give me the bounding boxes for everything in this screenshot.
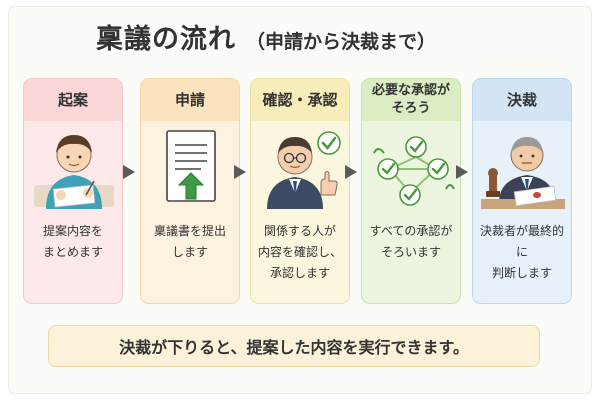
step-description: 関係する人が 内容を確認し、 承認します [257, 224, 342, 280]
step-heading: 確認・承認 [251, 79, 349, 121]
step-description: 提案内容を まとめます [42, 224, 103, 259]
summary-banner: 決裁が下りると、提案した内容を実行できます。 [48, 325, 540, 367]
step-approvals-complete: 必要な承認が そろう すべての承認が そろいます [361, 78, 461, 304]
page-title: 稟議の流れ （申請から決裁まで） [96, 17, 436, 56]
title-sub: （申請から決裁まで） [246, 31, 437, 53]
title-main: 稟議の流れ [96, 24, 236, 55]
approval-checks-network-icon [373, 136, 455, 206]
summary-text: 決裁が下りると、提案した内容を実行できます。 [119, 338, 469, 357]
step-drafting: 起案 提案内容を まとめます [23, 78, 123, 304]
decision-maker-stamp-icon [481, 137, 565, 209]
step-review-approval: 確認・承認 関係する人が 内容を確認し、 承認します [250, 78, 350, 304]
person-writing-icon [34, 135, 114, 209]
step-heading: 起案 [24, 79, 122, 121]
reviewer-thumbs-up-icon [267, 131, 341, 209]
step-description: 決裁者が最終的に 判断します [479, 224, 564, 280]
chevron-right-icon [123, 165, 135, 179]
chevron-right-icon [345, 165, 357, 179]
step-heading: 必要な承認が そろう [362, 79, 460, 121]
chevron-right-icon [234, 165, 246, 179]
step-final-decision: 決裁 決裁者が最終的に 判断します [472, 78, 572, 304]
step-heading: 決裁 [473, 79, 571, 121]
step-heading: 申請 [141, 79, 239, 121]
step-application: 申請 稟議書を提出 します [140, 78, 240, 304]
chevron-right-icon [456, 165, 468, 179]
document-upload-icon [166, 130, 216, 202]
step-description: すべての承認が そろいます [369, 224, 453, 259]
step-description: 稟議書を提出 します [153, 224, 226, 259]
